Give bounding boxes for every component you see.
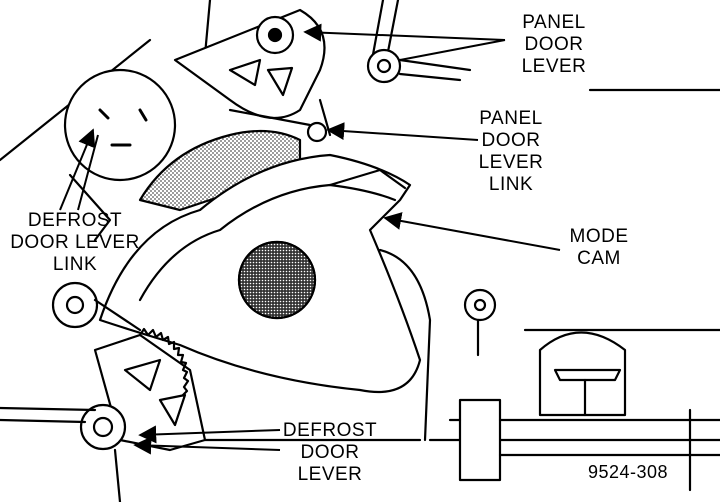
label-line: LEVER — [521, 56, 587, 77]
label-line: LEVER — [478, 152, 544, 173]
label-line: DOOR — [300, 442, 360, 463]
lower-shaft — [0, 406, 97, 424]
leader-defrost-lever-1 — [138, 425, 281, 444]
leader-panel-door-lever-1 — [303, 23, 506, 42]
label-mode-cam: MODE CAM — [560, 226, 638, 270]
label-line: PANEL — [522, 12, 586, 33]
label-line: DEFROST — [282, 420, 378, 441]
label-line: LINK — [488, 174, 534, 195]
label-line: MODE — [569, 226, 629, 247]
label-panel-door-lever: PANEL DOOR LEVER — [510, 12, 598, 78]
leader-defrost-link-2 — [77, 134, 99, 211]
panel-lever-link-pin — [306, 121, 328, 143]
label-line: DOOR LEVER — [10, 232, 140, 253]
leader-defrost-lever-2 — [133, 436, 281, 455]
label-defrost-door-lever: DEFROST DOOR LEVER — [280, 420, 380, 486]
label-line: DOOR — [524, 34, 584, 55]
label-line: DOOR — [481, 130, 541, 151]
label-line: DEFROST — [27, 210, 123, 231]
housing-rod-top — [203, 0, 212, 57]
leader-mode-cam — [383, 212, 561, 251]
leader-defrost-link-1 — [59, 128, 96, 211]
center-pin — [463, 288, 497, 322]
right-bracket — [538, 331, 627, 417]
stipple-cam-segment — [138, 129, 302, 212]
label-line: LINK — [52, 254, 98, 275]
label-line: CAM — [577, 248, 621, 269]
label-panel-door-lever-link: PANEL DOOR LEVER LINK — [470, 108, 552, 196]
defrost-link-disc — [63, 68, 177, 182]
leader-panel-lever-link — [326, 122, 479, 141]
leader-panel-door-lever-2 — [399, 39, 506, 61]
label-line: LEVER — [297, 464, 363, 485]
label-line: PANEL — [479, 108, 543, 129]
label-defrost-door-lever-link: DEFROST DOOR LEVER LINK — [0, 210, 150, 276]
figure-number: 9524-308 — [588, 462, 669, 482]
